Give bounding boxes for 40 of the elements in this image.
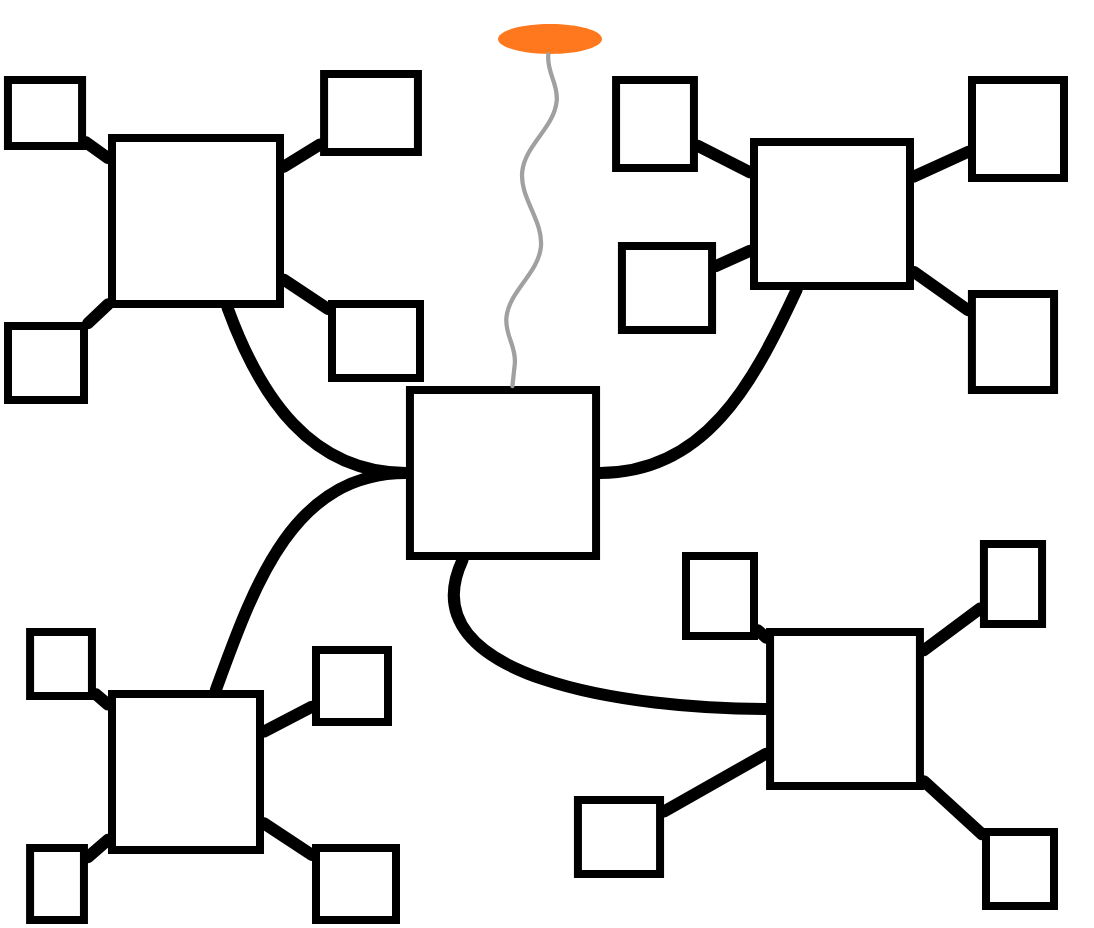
square-box: [612, 76, 698, 172]
square-box: [3, 75, 87, 151]
connector-line: [594, 284, 803, 479]
connector-line: [752, 624, 773, 644]
connector-line: [917, 775, 988, 841]
square-box: [26, 844, 88, 924]
square-box: [4, 321, 88, 405]
connector-line: [82, 298, 114, 330]
square-box: [682, 552, 758, 640]
square-box: [982, 827, 1058, 911]
square-box: [573, 795, 665, 879]
square-box: [750, 138, 914, 290]
square-box: [312, 646, 392, 726]
square-box: [108, 134, 284, 308]
wavy-line: [504, 52, 559, 389]
connector-line: [258, 700, 318, 738]
connector-line: [658, 747, 773, 818]
square-box: [617, 242, 717, 334]
square-box: [405, 386, 601, 560]
connector-line: [691, 139, 756, 179]
square-box: [108, 690, 264, 854]
connector-line: [278, 138, 327, 173]
connector-line: [908, 145, 974, 183]
square-box: [968, 75, 1068, 183]
connector-line: [81, 833, 114, 864]
connector-line: [710, 244, 756, 272]
connector-line: [278, 273, 334, 315]
connector-line: [80, 136, 114, 165]
square-box: [26, 628, 96, 700]
square-box: [312, 844, 400, 924]
connector-line: [917, 602, 986, 657]
square-box: [328, 299, 424, 383]
connector-line: [908, 265, 974, 317]
square-box: [967, 290, 1059, 394]
square-box: [979, 540, 1047, 628]
square-box: [766, 627, 924, 791]
connector-line: [89, 688, 114, 711]
square-box: [320, 70, 422, 156]
ellipse-marker: [498, 24, 602, 54]
connector-line: [258, 817, 318, 861]
